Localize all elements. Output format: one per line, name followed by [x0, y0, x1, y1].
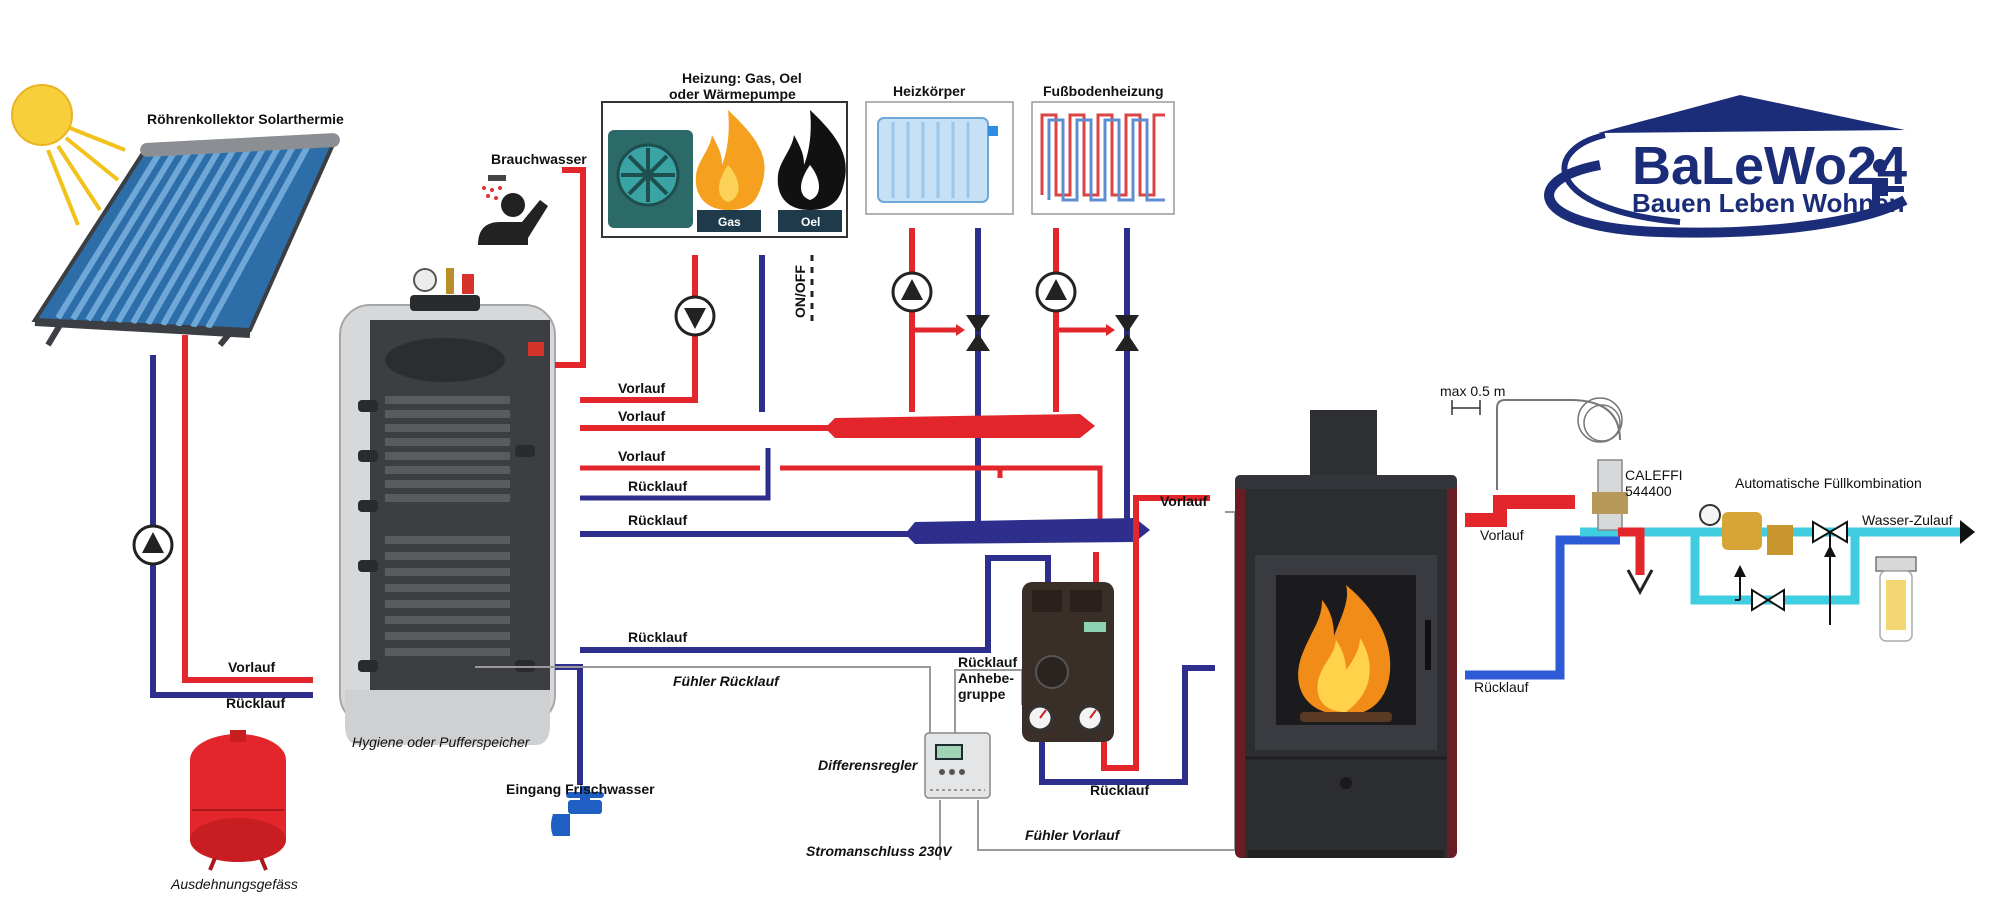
floor-heating-icon — [1040, 113, 1165, 202]
water-inlet-arrow — [1960, 520, 1975, 544]
solar-collector-label: Röhrenkollektor Solarthermie — [147, 111, 344, 127]
sensor-return-label: Fühler Rücklauf — [673, 673, 780, 689]
stove-vorlauf-label: Vorlauf — [1160, 493, 1208, 509]
water-inlet-label: Wasser-Zulauf — [1862, 512, 1953, 528]
caleffi-valve — [1592, 459, 1654, 596]
ruecklauf-line-1 — [580, 448, 771, 501]
heating-source-label-1: Heizung: Gas, Oel — [682, 70, 802, 86]
right-supply-pipe — [1465, 495, 1575, 527]
solar-ruecklauf-label: Rücklauf — [226, 695, 285, 711]
fresh-water-label: Eingang Frischwasser — [506, 781, 655, 797]
stove-supply-pipe — [1101, 495, 1210, 771]
right-return-pipe — [1465, 535, 1620, 680]
floor-pump-icon — [1035, 271, 1077, 313]
water-tap-icon — [551, 786, 604, 836]
controller-label: Differensregler — [818, 757, 919, 773]
lift-group-label-1: Rücklauf — [958, 654, 1017, 670]
stove-ruecklauf-label: Rücklauf — [1090, 782, 1149, 798]
brauchwasser-pipe — [555, 167, 586, 368]
logo-person-icon — [1872, 159, 1904, 208]
radiator-icon — [877, 117, 998, 203]
sun-icon — [11, 84, 172, 242]
lift-group-label-2: Anhebe- — [958, 670, 1014, 686]
return-manifold — [905, 518, 1150, 544]
sensor-supply-label: Fühler Vorlauf — [1025, 827, 1121, 843]
ruecklauf-label-1: Rücklauf — [628, 478, 687, 494]
radiator-mixing-valve-icon — [966, 315, 990, 351]
heating-source-label-2: oder Wärmepumpe — [669, 86, 796, 102]
ball-valve-top-icon — [1812, 520, 1848, 625]
ruecklauf-label-3: Rücklauf — [628, 629, 687, 645]
ruecklauf-line-3 — [580, 555, 1051, 653]
expansion-vessel-label: Ausdehnungsgefäss — [170, 876, 298, 892]
heater-pump-icon — [674, 295, 716, 337]
wood-stove — [1235, 410, 1457, 858]
lift-group-label-3: gruppe — [958, 686, 1006, 702]
heat-pump-icon — [608, 130, 693, 228]
ruecklauf-label-2: Rücklauf — [628, 512, 687, 528]
max-distance-label: max 0.5 m — [1440, 383, 1505, 399]
vorlauf-label-1: Vorlauf — [618, 380, 666, 396]
return-lift-group — [1022, 582, 1114, 742]
supply-manifold — [825, 414, 1095, 438]
stove-return-pipe — [1039, 665, 1215, 785]
solar-return-pipe — [150, 355, 313, 698]
gas-flame-icon: Gas — [695, 110, 765, 232]
solar-pump-icon — [132, 524, 174, 566]
right-ruecklauf-label: Rücklauf — [1474, 679, 1529, 695]
radiator-label: Heizkörper — [893, 83, 966, 99]
vorlauf-label-3: Vorlauf — [618, 448, 666, 464]
ball-valve-bypass-icon — [1735, 588, 1785, 612]
right-vorlauf-label: Vorlauf — [1480, 527, 1524, 543]
capillary-bracket — [1451, 397, 1623, 490]
fresh-water-pipe — [555, 664, 583, 785]
differential-controller — [924, 732, 991, 799]
vorlauf-label-2: Vorlauf — [618, 408, 666, 424]
vorlauf-line-3-drop — [1000, 465, 1103, 520]
oel-label: Oel — [801, 215, 820, 229]
sensor-return-wire — [475, 666, 931, 735]
oil-flame-icon: Oel — [777, 110, 846, 232]
heater-supply-pipe — [580, 255, 698, 403]
logo-brand: BaLeWo24 — [1632, 136, 1907, 196]
solar-collector — [31, 133, 340, 347]
water-filter-icon — [1875, 556, 1917, 642]
caleffi-label-2: 544400 — [1625, 483, 1672, 499]
floor-heating-label: Fußbodenheizung — [1043, 83, 1164, 99]
expansion-vessel — [190, 730, 286, 871]
power-label: Stromanschluss 230V — [806, 843, 953, 859]
shower-icon — [478, 175, 548, 245]
auto-fill-label: Automatische Füllkombination — [1735, 475, 1922, 491]
caleffi-label-1: CALEFFI — [1625, 467, 1683, 483]
auto-fill-combination — [1699, 504, 1793, 600]
tank-label: Hygiene oder Pufferspeicher — [352, 734, 531, 750]
radiator-pump-icon — [891, 271, 933, 313]
floor-mixing-valve-icon — [1115, 315, 1139, 351]
brauchwasser-label: Brauchwasser — [491, 151, 587, 167]
solar-supply-pipe — [182, 335, 313, 683]
solar-vorlauf-label: Vorlauf — [228, 659, 276, 675]
storage-tank — [339, 268, 556, 745]
on-off-label: ON/OFF — [792, 265, 808, 318]
logo-tagline: Bauen Leben Wohnen — [1632, 188, 1905, 218]
gas-label: Gas — [718, 215, 741, 229]
balewo24-logo: BaLeWo24 Bauen Leben Wohnen — [1544, 95, 1908, 238]
